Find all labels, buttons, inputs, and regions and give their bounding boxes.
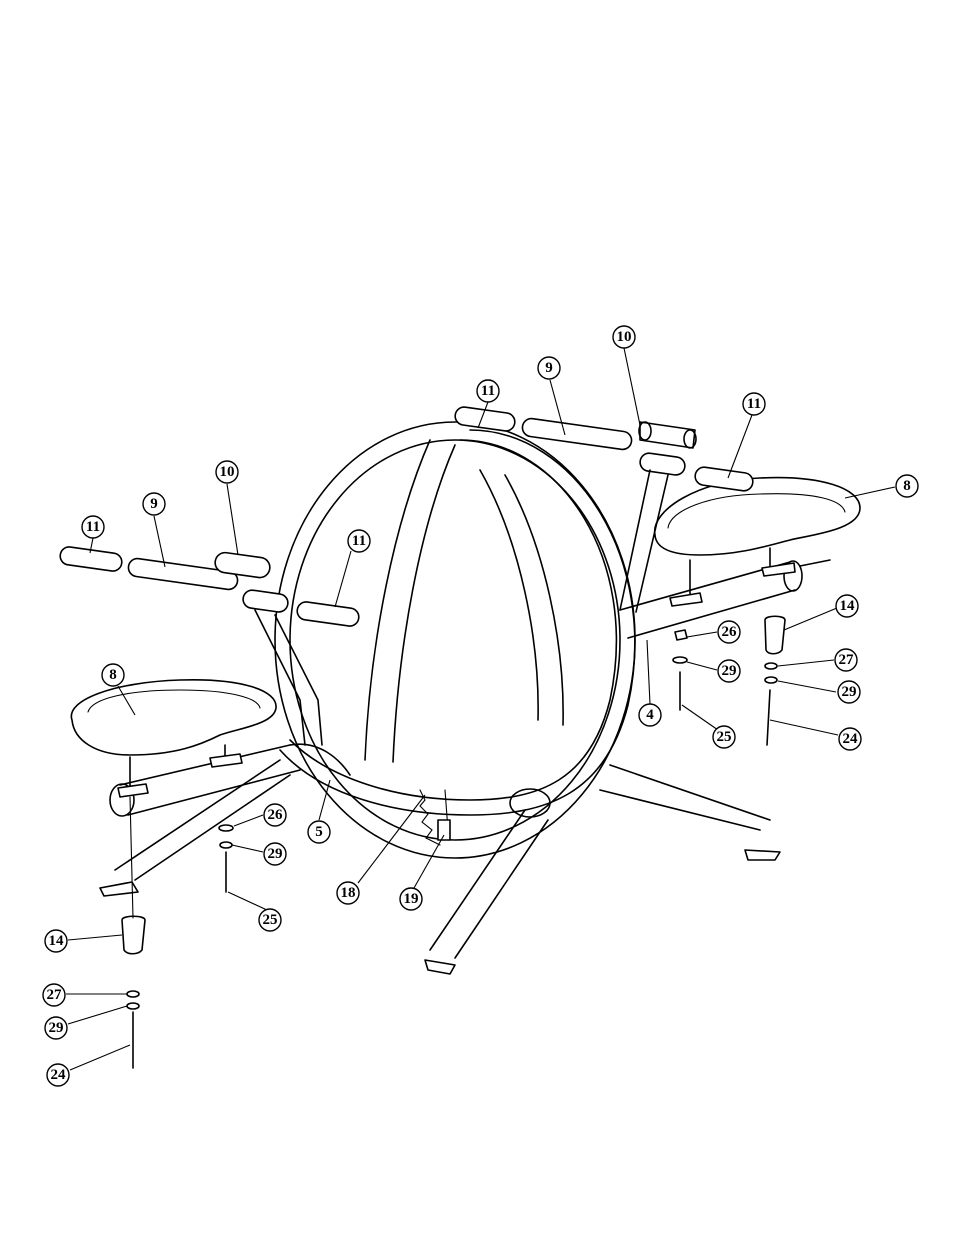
callout-11: 11 [82, 516, 104, 538]
svg-text:24: 24 [51, 1067, 67, 1083]
callout-9: 9 [538, 357, 560, 379]
svg-text:14: 14 [49, 933, 65, 949]
svg-text:29: 29 [268, 846, 283, 862]
svg-text:27: 27 [47, 987, 63, 1003]
callout-9: 9 [143, 493, 165, 515]
callout-24: 24 [47, 1064, 69, 1086]
svg-text:11: 11 [352, 533, 366, 549]
svg-text:9: 9 [545, 360, 553, 376]
svg-text:26: 26 [722, 624, 738, 640]
svg-text:26: 26 [268, 807, 284, 823]
callout-14: 14 [836, 595, 858, 617]
svg-text:18: 18 [341, 885, 356, 901]
callout-14: 14 [45, 930, 67, 952]
callout-29: 29 [718, 660, 740, 682]
svg-text:10: 10 [617, 329, 632, 345]
callout-8: 8 [102, 664, 124, 686]
svg-text:14: 14 [840, 598, 856, 614]
callout-10: 10 [216, 461, 238, 483]
svg-text:8: 8 [109, 667, 117, 683]
svg-text:4: 4 [646, 707, 654, 723]
callout-26: 26 [718, 621, 740, 643]
callout-10: 10 [613, 326, 635, 348]
svg-text:9: 9 [150, 496, 158, 512]
svg-text:5: 5 [315, 824, 323, 840]
callout-29: 29 [45, 1017, 67, 1039]
svg-text:11: 11 [747, 396, 761, 412]
hoop-frame [275, 422, 635, 858]
seat-right [655, 478, 860, 606]
front-leg [425, 789, 550, 974]
callout-4: 4 [639, 704, 661, 726]
callout-29: 29 [838, 681, 860, 703]
svg-text:8: 8 [903, 478, 911, 494]
seat-left [71, 680, 276, 797]
inner-arch [365, 440, 563, 762]
callout-11: 11 [477, 380, 499, 402]
right-rear-leg [600, 765, 780, 860]
svg-text:27: 27 [839, 652, 855, 668]
callout-25: 25 [713, 726, 735, 748]
svg-text:25: 25 [263, 912, 278, 928]
callout-27: 27 [835, 649, 857, 671]
callout-25: 25 [259, 909, 281, 931]
callout-24: 24 [839, 728, 861, 750]
callout-8: 8 [896, 475, 918, 497]
svg-text:19: 19 [404, 891, 419, 907]
svg-text:29: 29 [722, 663, 737, 679]
svg-text:29: 29 [842, 684, 857, 700]
svg-text:10: 10 [220, 464, 235, 480]
callout-11: 11 [348, 530, 370, 552]
svg-text:25: 25 [717, 729, 732, 745]
callout-27: 27 [43, 984, 65, 1006]
svg-text:11: 11 [481, 383, 495, 399]
callout-19: 19 [400, 888, 422, 910]
callout-18: 18 [337, 882, 359, 904]
svg-text:24: 24 [843, 731, 859, 747]
callout-29: 29 [264, 843, 286, 865]
callout-26: 26 [264, 804, 286, 826]
callout-5: 5 [308, 821, 330, 843]
callout-11: 11 [743, 393, 765, 415]
left-hardware [122, 797, 233, 1068]
svg-text:11: 11 [86, 519, 100, 535]
svg-text:29: 29 [49, 1020, 64, 1036]
